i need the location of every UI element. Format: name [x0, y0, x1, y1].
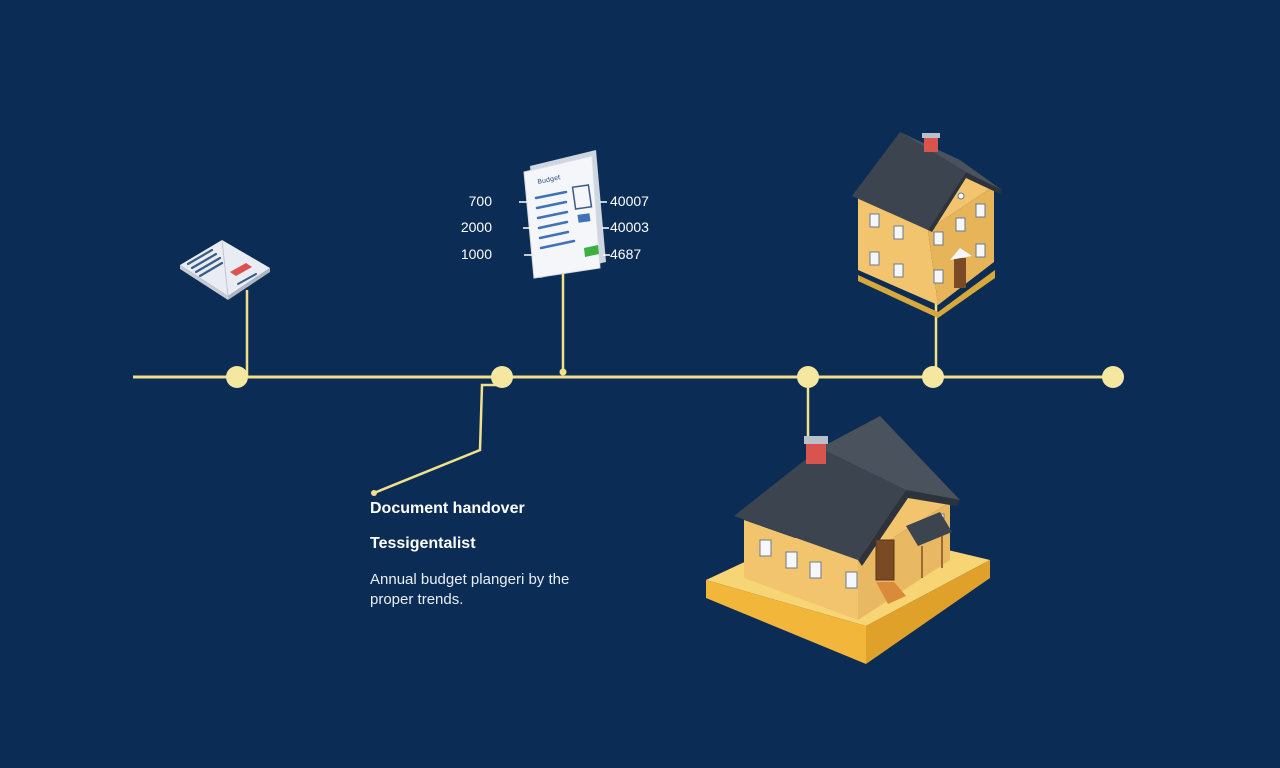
timeline-node-2[interactable]: [491, 366, 513, 388]
two-story-house-icon: [852, 132, 1002, 318]
doc-right-value-3: 4687: [610, 246, 642, 262]
callout-title: Document handover: [370, 500, 525, 517]
doc-left-value-1: 700: [468, 193, 492, 209]
callout-anchor-dot: [371, 490, 377, 496]
doc-left-value-3: 1000: [460, 246, 492, 262]
timeline-node-3[interactable]: [797, 366, 819, 388]
callout-description: Annual budget plangeri by the proper tre…: [370, 571, 570, 608]
callout-subtitle: Tessigentalist: [370, 535, 476, 552]
open-book-icon: [180, 239, 270, 300]
timeline-node-4[interactable]: [922, 366, 944, 388]
doc-right-value-2: 40003: [610, 219, 649, 235]
timeline-node-1[interactable]: [226, 366, 248, 388]
bungalow-house-icon: [706, 416, 990, 664]
doc-left-value-2: 2000: [460, 219, 492, 235]
connector-callout: [373, 383, 502, 495]
doc-right-value-1: 40007: [610, 193, 649, 209]
document-anchor-dot: [559, 368, 567, 376]
budget-document-icon: Budget: [523, 150, 606, 279]
timeline-node-5[interactable]: [1102, 366, 1124, 388]
